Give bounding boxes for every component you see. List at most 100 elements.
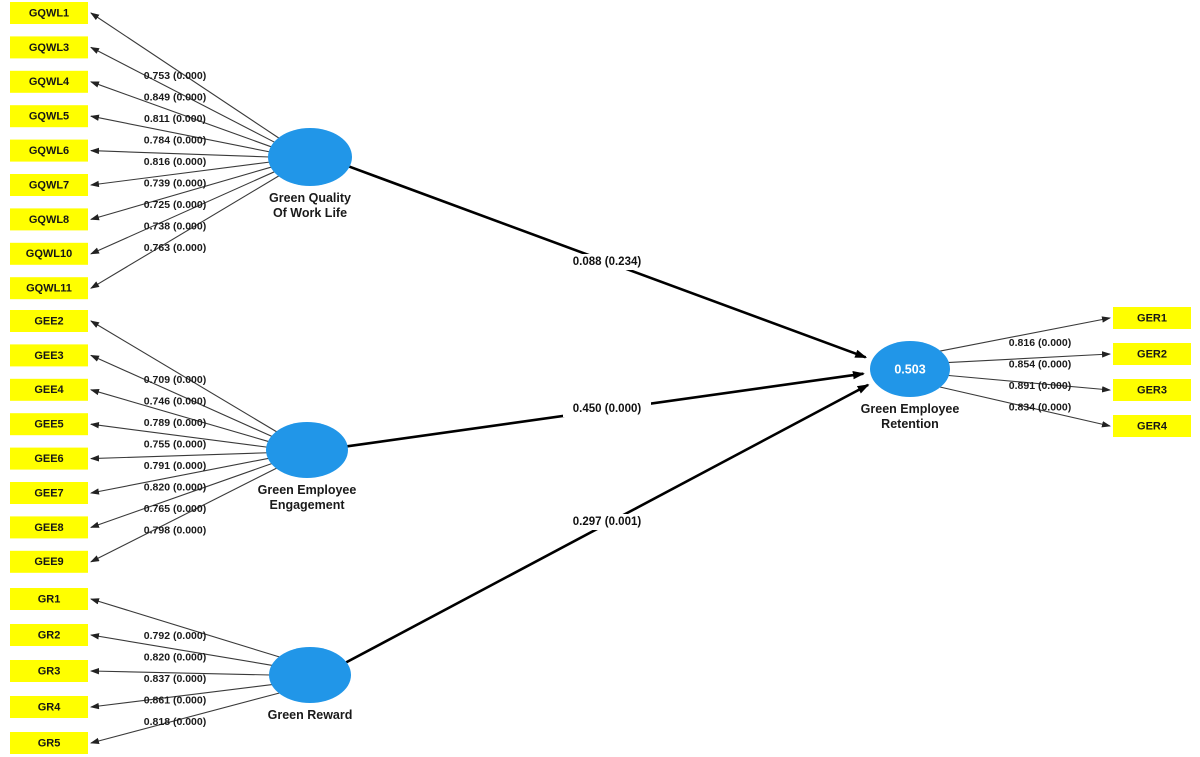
indicator-box[interactable]: GEE5 [10, 413, 88, 436]
construct-name-line1: Green Reward [268, 708, 353, 722]
indicator-box[interactable]: GEE2 [10, 310, 88, 332]
loading-label: 0.834 (0.000) [1009, 401, 1071, 413]
indicator-box[interactable]: GER4 [1113, 415, 1191, 437]
measurement-arrow [90, 161, 271, 188]
indicator-box-rect [1113, 379, 1191, 401]
indicator-label: GEE9 [34, 556, 63, 568]
indicator-box[interactable]: GR4 [10, 696, 88, 718]
loading-label: 0.837 (0.000) [144, 673, 206, 685]
indicator-box[interactable]: GR1 [10, 588, 88, 610]
indicator-box-group: GQWL1GQWL3GQWL4GQWL5GQWL6GQWL7GQWL8GQWL1… [10, 2, 1191, 754]
indicator-box-rect [1113, 343, 1191, 365]
indicator-box[interactable]: GQWL1 [10, 2, 88, 24]
measurement-arrow [90, 692, 281, 745]
measurement-arrow [947, 351, 1111, 364]
loading-label: 0.739 (0.000) [144, 177, 206, 189]
loading-label: 0.792 (0.000) [144, 630, 206, 642]
indicator-box[interactable]: GEE6 [10, 447, 88, 470]
loading-label: 0.818 (0.000) [144, 716, 206, 728]
measurement-arrow [90, 462, 273, 528]
indicator-box-rect [10, 242, 88, 265]
measurement-arrow [90, 633, 274, 667]
indicator-box[interactable]: GQWL3 [10, 36, 88, 59]
indicator-box[interactable]: GER3 [1113, 379, 1191, 401]
indicator-box[interactable]: GR5 [10, 732, 88, 754]
indicator-box[interactable]: GQWL8 [10, 208, 88, 231]
loading-label: 0.791 (0.000) [144, 460, 206, 472]
indicator-label: GER2 [1137, 348, 1167, 360]
indicator-box[interactable]: GR3 [10, 660, 88, 682]
loading-label: 0.816 (0.000) [1009, 337, 1071, 349]
path-label-backdrop [563, 254, 651, 270]
path-coefficient-label: 0.450 (0.000) [573, 403, 642, 415]
path-label-group: 0.088 (0.234)0.450 (0.000)0.297 (0.001) [563, 254, 651, 530]
indicator-box-rect [10, 413, 88, 436]
construct-name-line1: Green Quality [269, 191, 351, 205]
indicator-box[interactable]: GEE3 [10, 344, 88, 367]
indicator-box[interactable]: GEE4 [10, 378, 88, 401]
loading-label: 0.849 (0.000) [144, 91, 206, 103]
loading-label: 0.789 (0.000) [144, 417, 206, 429]
loading-label: 0.738 (0.000) [144, 220, 206, 232]
indicator-label: GQWL4 [29, 76, 70, 88]
indicator-label: GQWL8 [29, 214, 69, 226]
indicator-label: GR1 [38, 593, 61, 605]
loading-label: 0.755 (0.000) [144, 438, 206, 450]
indicator-label: GQWL7 [29, 179, 69, 191]
loading-label: 0.854 (0.000) [1009, 358, 1071, 370]
indicator-box[interactable]: GQWL6 [10, 139, 88, 162]
indicator-label: GQWL11 [26, 283, 72, 295]
loading-label: 0.891 (0.000) [1009, 380, 1071, 392]
indicator-label: GEE2 [34, 315, 63, 327]
indicator-box[interactable]: GEE8 [10, 516, 88, 539]
indicator-box[interactable]: GQWL7 [10, 174, 88, 196]
indicator-box-rect [10, 482, 88, 504]
indicator-box-rect [10, 139, 88, 162]
indicator-box[interactable]: GQWL4 [10, 70, 88, 93]
indicator-box[interactable]: GEE9 [10, 550, 88, 573]
measurement-arrow [90, 46, 276, 144]
indicator-box-rect [10, 344, 88, 367]
measurement-arrow [90, 170, 276, 255]
indicator-box-rect [10, 660, 88, 682]
construct-ellipse [870, 341, 950, 397]
indicator-box[interactable]: GER2 [1113, 343, 1191, 365]
loading-label: 0.753 (0.000) [144, 70, 206, 82]
indicator-box[interactable]: GQWL10 [10, 242, 88, 265]
loading-label: 0.746 (0.000) [144, 395, 206, 407]
construct-name-line2: Retention [881, 417, 939, 431]
measurement-arrow [90, 452, 268, 462]
indicator-label: GEE4 [34, 384, 64, 396]
indicator-box-rect [10, 588, 88, 610]
indicator-box[interactable]: GER1 [1113, 307, 1191, 329]
indicator-box[interactable]: GQWL5 [10, 105, 88, 128]
indicator-box[interactable]: GQWL11 [10, 277, 88, 300]
indicator-box-rect [1113, 307, 1191, 329]
path-label-backdrop [563, 401, 651, 417]
indicator-label: GEE3 [34, 350, 63, 362]
measurement-arrow [938, 316, 1111, 352]
loading-label: 0.811 (0.000) [144, 113, 206, 125]
loading-label: 0.784 (0.000) [144, 134, 206, 146]
indicator-label: GR4 [38, 701, 62, 713]
indicator-box-rect [10, 208, 88, 231]
path-coefficient-label: 0.297 (0.001) [573, 516, 642, 528]
measurement-arrow [90, 320, 278, 433]
indicator-box[interactable]: GEE7 [10, 482, 88, 504]
indicator-box-rect [10, 277, 88, 300]
construct-node-gr[interactable]: Green Reward [268, 647, 353, 722]
indicator-label: GR2 [38, 629, 61, 641]
indicator-label: GQWL6 [29, 145, 69, 157]
construct-ellipse [266, 422, 348, 478]
indicator-box-rect [10, 2, 88, 24]
indicator-box[interactable]: GR2 [10, 624, 88, 646]
construct-ellipse [269, 647, 351, 703]
measurement-arrow [90, 388, 270, 443]
loading-label: 0.763 (0.000) [144, 242, 206, 254]
indicator-box-rect [10, 447, 88, 470]
